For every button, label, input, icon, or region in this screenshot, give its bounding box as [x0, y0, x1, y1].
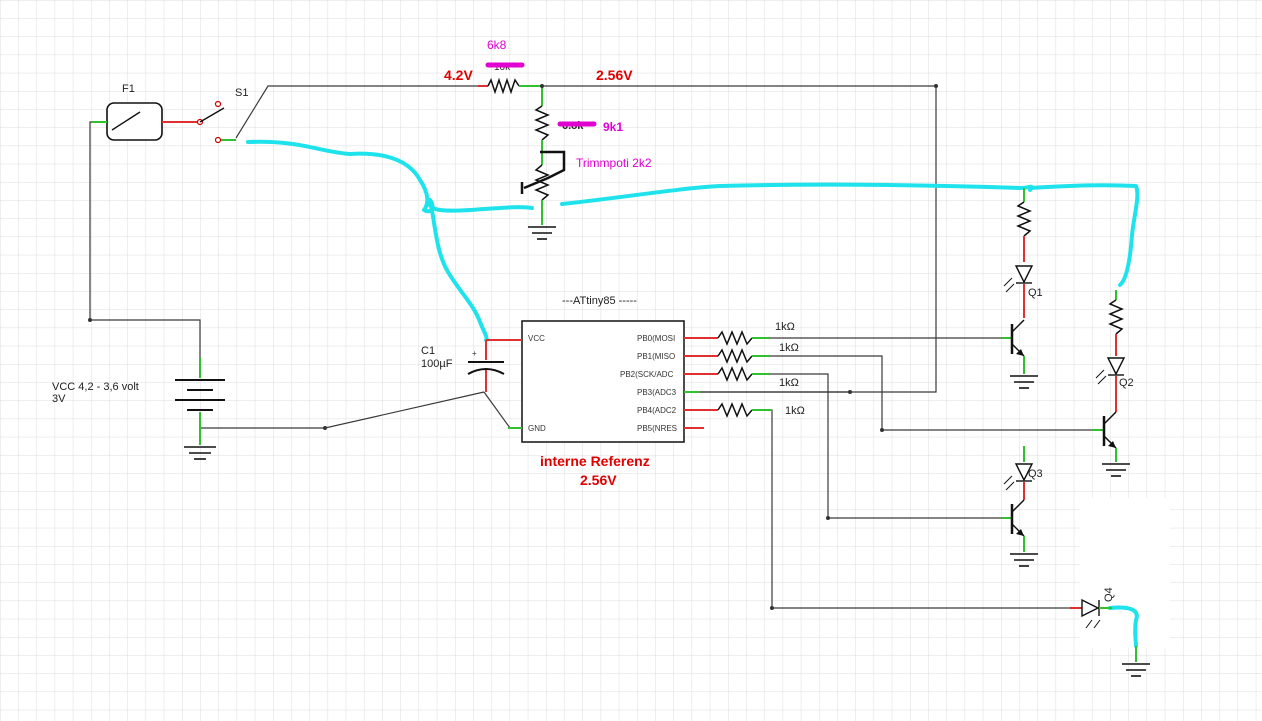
trimmer-pot: Trimmpoti 2k2: [520, 150, 652, 240]
capacitor-value: 100µF: [421, 358, 453, 370]
battery: VCC 4,2 - 3,6 volt 3V: [52, 358, 225, 460]
cyan-wires: [246, 139, 1140, 648]
switch-ref: S1: [235, 87, 248, 99]
trimmer-label: Trimmpoti 2k2: [576, 156, 652, 170]
resistor-divider-mid: 6.8k 9k1: [534, 86, 623, 165]
mcu-pin-pb4: PB4(ADC2: [637, 406, 677, 415]
r-pb1-value: 1kΩ: [779, 342, 799, 354]
q2-label: Q2: [1119, 377, 1134, 389]
mcu-attiny85: ---ATtiny85 ----- VCC GND PB0(MOSI PB1(M…: [506, 295, 718, 488]
mcu-note-line2: 2.56V: [580, 472, 617, 488]
divider-r-mid-new: 9k1: [603, 120, 623, 134]
battery-label-line2: 3V: [52, 393, 66, 405]
resistor-pb2: 1kΩ: [717, 366, 799, 389]
divider-v-top: 4.2V: [444, 67, 473, 83]
mcu-pin-pb2: PB2(SCK/ADC: [620, 370, 674, 379]
divider-v-mid: 2.56V: [596, 67, 633, 83]
capacitor-ref: C1: [421, 345, 435, 357]
junctions: [88, 84, 938, 610]
blank-region: [1080, 498, 1170, 648]
resistor-pb1: 1kΩ: [717, 342, 799, 364]
r-pb0-value: 1kΩ: [775, 321, 795, 333]
mcu-pin-vcc: VCC: [528, 334, 545, 343]
wires: [89, 85, 1092, 609]
q3-label: Q3: [1028, 468, 1043, 480]
mcu-pin-pb3: PB3(ADC3: [637, 388, 677, 397]
mcu-pin-pb5: PB5(NRES: [637, 424, 677, 433]
divider-r-top-new: 6k8: [487, 38, 507, 52]
mcu-title: ---ATtiny85 -----: [562, 295, 637, 307]
mcu-note-line1: interne Referenz: [540, 453, 650, 469]
resistor-divider-top: 4.2V 2.56V 6k8 10k: [444, 38, 633, 95]
r-pb4-value: 1kΩ: [785, 405, 805, 417]
q4-label: Q4: [1103, 587, 1115, 602]
fuse-ref: F1: [122, 83, 135, 95]
q1-branch: Q1: [1002, 188, 1043, 389]
r-pb2-value: 1kΩ: [779, 377, 799, 389]
q3-branch: Q3: [1002, 446, 1043, 567]
resistor-pb0: 1kΩ: [717, 321, 795, 346]
fuse-f1: F1: [92, 83, 186, 141]
q4-led: Q4: [1070, 587, 1150, 677]
mcu-pin-pb0: PB0(MOSI: [637, 334, 675, 343]
battery-label-line1: VCC 4,2 - 3,6 volt: [52, 381, 139, 393]
q2-branch: Q2: [1092, 290, 1134, 477]
resistor-pb4: 1kΩ: [717, 402, 805, 418]
q1-label: Q1: [1028, 287, 1043, 299]
mcu-pin-pb1: PB1(MISO: [637, 352, 675, 361]
mcu-pin-gnd: GND: [528, 424, 546, 433]
svg-text:+: +: [472, 349, 477, 358]
switch-s1: S1: [186, 87, 248, 144]
